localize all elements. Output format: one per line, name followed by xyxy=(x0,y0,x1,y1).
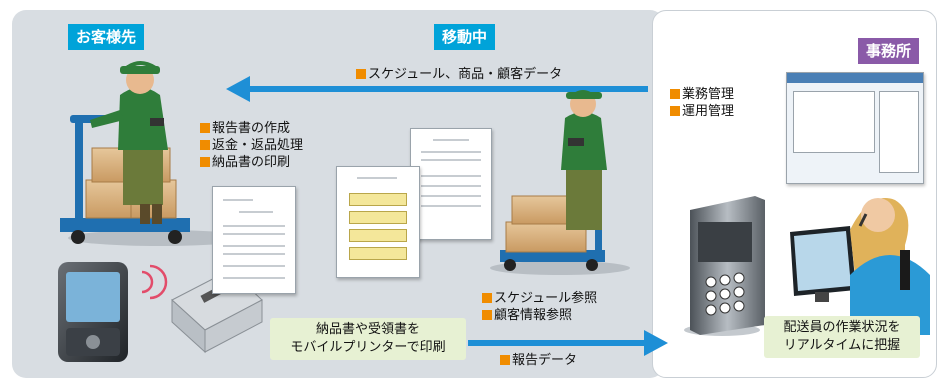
delivery-worker-left xyxy=(60,61,252,246)
arrow-label-schedule-data: スケジュール、商品・顧客データ xyxy=(356,66,562,83)
arrow-label-report-data: 報告データ xyxy=(500,352,577,369)
customer-task-item: 返金・返品処理 xyxy=(200,137,303,154)
office-operator xyxy=(790,198,930,335)
window-titlebar xyxy=(787,73,923,83)
window-content xyxy=(793,91,875,153)
moving-task-item: 顧客情報参照 xyxy=(482,307,597,324)
customer-task-item: 納品書の印刷 xyxy=(200,154,303,171)
arrow-schedule-data xyxy=(226,76,648,102)
mobile-phone xyxy=(58,262,168,362)
customer-tag: お客様先 xyxy=(68,24,145,50)
moving-tag: 移動中 xyxy=(434,24,496,50)
office-task-item: 運用管理 xyxy=(670,103,734,120)
customer-menu-document xyxy=(336,166,420,278)
office-tag: 事務所 xyxy=(858,38,920,64)
customer-task-list: 報告書の作成 返金・返品処理 納品書の印刷 xyxy=(200,120,303,171)
moving-task-list: スケジュール参照 顧客情報参照 xyxy=(482,290,597,324)
office-screen-mockup xyxy=(786,72,924,184)
printer-callout: 納品書や受領書を モバイルプリンターで印刷 xyxy=(270,318,466,360)
delivery-slip-document xyxy=(212,186,296,294)
server-tower xyxy=(684,196,765,336)
schedule-screen-document xyxy=(410,128,492,240)
window-side xyxy=(879,91,919,173)
delivery-worker-right xyxy=(490,90,630,275)
customer-task-item: 報告書の作成 xyxy=(200,120,303,137)
office-task-item: 業務管理 xyxy=(670,86,734,103)
operator-callout: 配送員の作業状況を リアルタイムに把握 xyxy=(764,316,920,358)
arrow-report-data xyxy=(468,330,668,356)
office-task-list: 業務管理 運用管理 xyxy=(670,86,734,120)
moving-task-item: スケジュール参照 xyxy=(482,290,597,307)
